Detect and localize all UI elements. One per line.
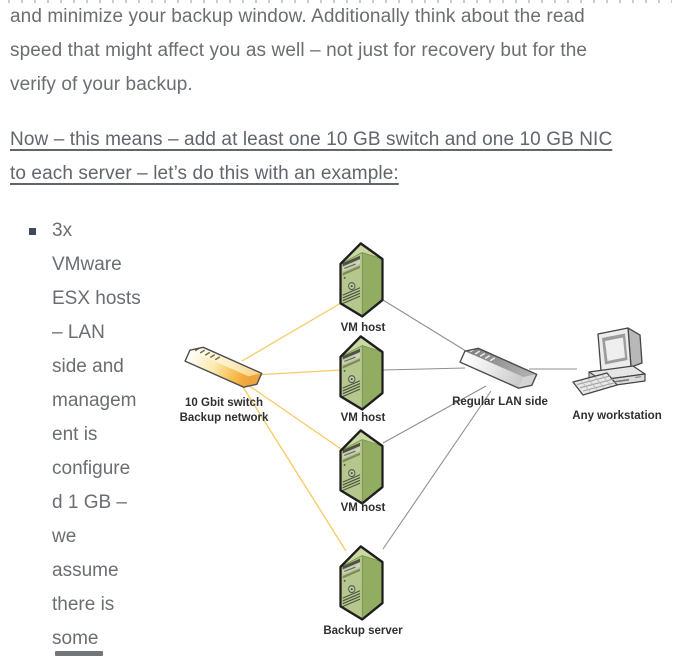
list-line: 3x: [52, 220, 73, 241]
server-icon-vm-host-2: [339, 335, 384, 411]
intro-paragraph: and minimize your backup window. Additio…: [10, 0, 587, 102]
workstation-label: Any workstation: [572, 410, 661, 422]
paragraph-line: verify of your backup.: [10, 74, 193, 95]
server-icon-vm-host-3: [339, 429, 384, 505]
bullet-list-item: 3x VMware ESX hosts – LAN side and manag…: [52, 214, 141, 656]
list-bullet-square: [29, 228, 36, 235]
vm-host-2-label: VM host: [341, 412, 386, 424]
list-line: ent is: [52, 424, 98, 445]
list-line: – LAN: [52, 322, 105, 343]
backup-switch-label-line2: Backup network: [180, 412, 269, 424]
list-line: configure: [52, 458, 131, 479]
backup-server-label: Backup server: [323, 625, 403, 637]
list-line: there is: [52, 594, 115, 615]
lan-switch-label: Regular LAN side: [452, 396, 548, 408]
backup-switch-icon: [184, 346, 263, 388]
underlined-heading: Now – this means – add at least one 10 G…: [10, 123, 612, 191]
heading-line: to each server – let’s do this with an e…: [10, 163, 399, 184]
list-line: managem: [52, 390, 137, 411]
backup-network-links: [241, 302, 347, 552]
lan-switch-icon: [459, 347, 538, 389]
workstation-icon: [572, 327, 646, 396]
network-diagram: VM host VM host VM host Backup server 10…: [180, 242, 662, 637]
vm-host-1-label: VM host: [341, 322, 386, 334]
list-line: assume: [52, 560, 119, 581]
clipped-text-remnant-top: [8, 0, 672, 3]
backup-switch-label-line1: 10 Gbit switch: [185, 397, 263, 409]
clipped-text-remnant-bottom: [55, 651, 103, 656]
list-line: ESX hosts: [52, 288, 141, 309]
list-line: d 1 GB –: [52, 492, 127, 513]
paragraph-line: and minimize your backup window. Additio…: [10, 6, 585, 27]
server-icon-vm-host-1: [339, 242, 384, 318]
heading-line: Now – this means – add at least one 10 G…: [10, 129, 613, 150]
server-icon-backup-server: [339, 545, 384, 621]
list-line: side and: [52, 356, 124, 377]
list-line: VMware: [52, 254, 122, 275]
list-line: we: [52, 526, 77, 547]
paragraph-line: speed that might affect you as well – no…: [10, 40, 588, 61]
list-line: some: [52, 628, 99, 649]
vm-host-3-label: VM host: [341, 502, 386, 514]
lan-links: [382, 299, 577, 550]
